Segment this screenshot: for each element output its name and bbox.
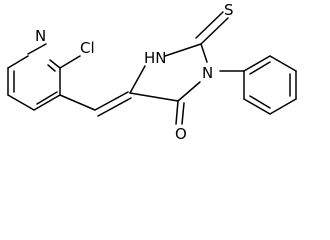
pyridine-ring (7, 43, 81, 111)
bond-c4-c3 (7, 94, 35, 111)
bond-ph-4 (269, 98, 297, 115)
imidazolidine-ring (129, 11, 245, 125)
bond-ph-2 (269, 55, 297, 72)
bond-c2-n3 (200, 43, 208, 63)
bond-c2-s-2 (195, 11, 224, 39)
phenyl-ring (243, 55, 297, 115)
methylidene-linker (59, 91, 132, 117)
bond-ph-5 (243, 98, 271, 115)
bond-c2-n (49, 59, 61, 69)
bond-c4-c5 (129, 92, 179, 102)
bond-c2-cl (59, 55, 81, 69)
atom-label-carbonyl-o: O (175, 125, 187, 143)
bond-nh-c2 (164, 43, 202, 57)
atom-label-imidazolidine-n: N (202, 64, 213, 82)
bond-ph-1 (243, 55, 271, 72)
bond-c3-c3a-inner (36, 91, 58, 105)
bond-ch-c5-2 (97, 97, 132, 117)
atom-label-sulfur: S (224, 1, 234, 19)
bond-ph-inner-1 (249, 61, 271, 75)
bond-c5-nh (129, 65, 146, 94)
molecule-structure: N Cl S HN N O (7, 1, 297, 143)
bond-c2-n-inner (47, 64, 56, 72)
bond-ch-c5-1 (94, 91, 129, 111)
bond-c6-c5 (7, 55, 29, 69)
bond-ring-ch (59, 94, 96, 111)
bond-c3-c3a (33, 94, 61, 111)
atom-label-pyridine-n: N (35, 27, 46, 45)
bond-n3-c4 (177, 81, 201, 102)
bond-c2-s-1 (200, 17, 229, 45)
atom-label-chlorine: Cl (80, 39, 95, 57)
atom-label-imidazolidine-nh: HN (144, 49, 167, 67)
bond-n-c6 (27, 43, 47, 55)
bond-c4-o-2 (181, 102, 185, 125)
bond-ph-inner-3 (249, 95, 271, 109)
bond-c4-o-1 (175, 100, 179, 125)
